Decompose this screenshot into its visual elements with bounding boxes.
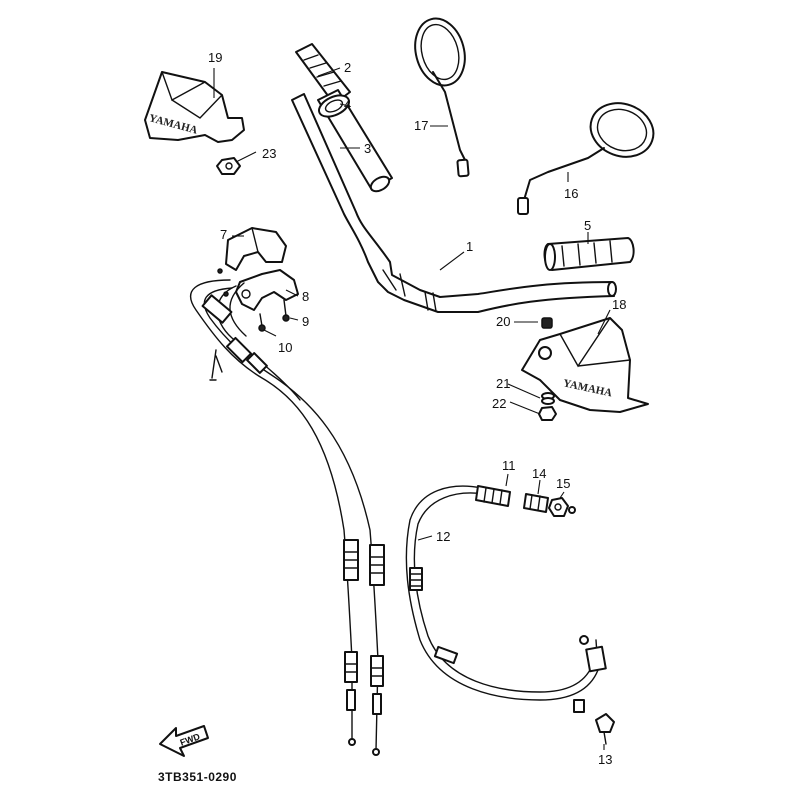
- callout-15: 15: [556, 476, 570, 491]
- callout-16: 16: [564, 186, 578, 201]
- adjuster-14: [523, 493, 549, 513]
- part-code: 3TB351-0290: [158, 770, 237, 784]
- nut-23: [216, 157, 241, 175]
- nut-22: [538, 406, 557, 421]
- bolt-13: [595, 713, 615, 745]
- nut-15: [548, 497, 576, 517]
- callout-9: 9: [302, 314, 309, 329]
- collar-4: [318, 94, 350, 118]
- small-screw: [217, 268, 223, 274]
- callout-17: 17: [414, 118, 428, 133]
- callout-13: 13: [598, 752, 612, 767]
- clutch-cable-12: [405, 485, 607, 713]
- grip-5: [543, 237, 635, 271]
- switch-clamp-7: [225, 227, 287, 271]
- throttle-cables: [190, 279, 385, 756]
- mirror-16: [517, 102, 655, 215]
- callout-19: 19: [208, 50, 222, 65]
- callout-12: 12: [436, 529, 450, 544]
- bolt-20: [541, 317, 553, 329]
- leader-lines: [213, 67, 611, 750]
- handguard-left: YAMAHA: [144, 71, 245, 143]
- callout-10: 10: [278, 340, 292, 355]
- callout-21: 21: [496, 376, 510, 391]
- handguard-right: YAMAHA: [521, 317, 649, 413]
- callout-18: 18: [612, 297, 626, 312]
- callout-2: 2: [344, 60, 351, 75]
- callout-8: 8: [302, 289, 309, 304]
- fwd-arrow-icon: FWD: [159, 725, 209, 757]
- callout-11: 11: [502, 458, 516, 473]
- switch-clamp-8: [235, 269, 299, 311]
- callout-14: 14: [532, 466, 546, 481]
- cable-adjuster-11: [475, 485, 511, 507]
- screw-9: [282, 299, 290, 322]
- washer-21: [541, 392, 555, 405]
- callout-1: 1: [466, 239, 473, 254]
- callout-4: 4: [344, 97, 351, 112]
- callout-20: 20: [496, 314, 510, 329]
- callout-22: 22: [492, 396, 506, 411]
- mirror-17: [414, 17, 470, 178]
- screw-10: [258, 313, 266, 332]
- callout-23: 23: [262, 146, 276, 161]
- callout-5: 5: [584, 218, 591, 233]
- callouts: 1 2 3 4 5 7 8 9 10 11 12 13 14 15 16 17 …: [208, 50, 626, 767]
- handlebar-1: [291, 93, 617, 313]
- callout-3: 3: [364, 141, 371, 156]
- callout-7: 7: [220, 227, 227, 242]
